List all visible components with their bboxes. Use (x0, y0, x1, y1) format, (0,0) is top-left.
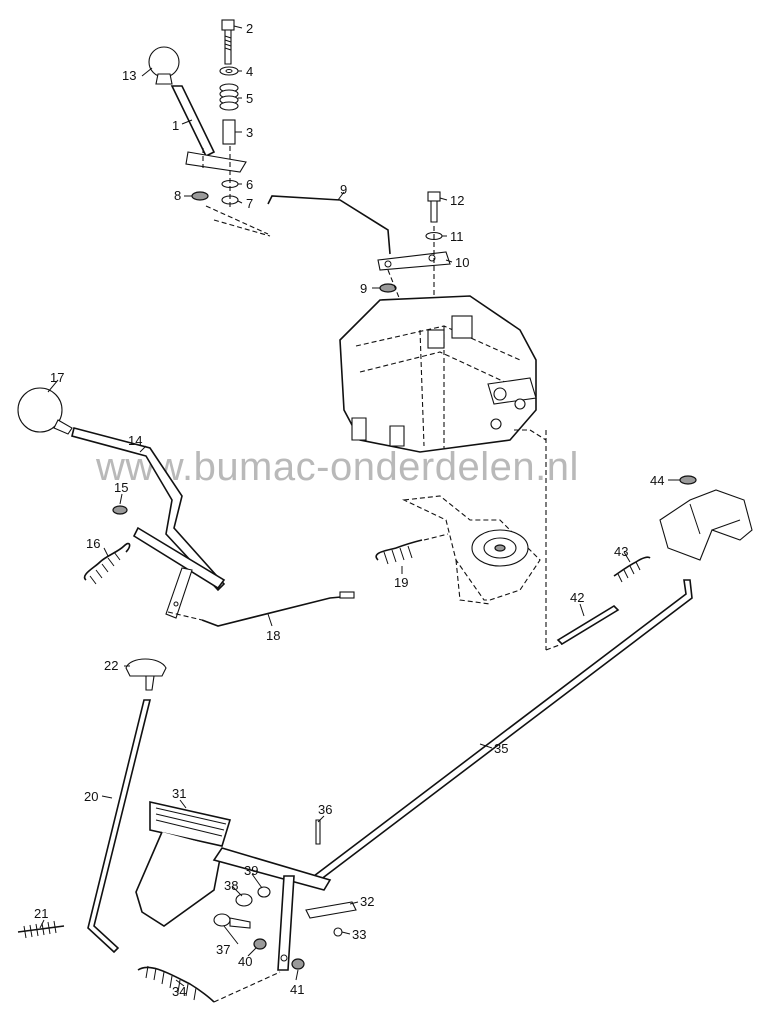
callout-7: 7 (246, 196, 253, 211)
leader-lines (39, 25, 680, 987)
callout-9-upper: 8 (174, 188, 181, 203)
callout-41: 41 (290, 982, 304, 997)
callout-40: 40 (238, 954, 252, 969)
callout-17: 17 (50, 370, 64, 385)
callout-1: 1 (172, 118, 179, 133)
callout-44: 44 (650, 473, 664, 488)
callout-3: 3 (246, 125, 253, 140)
callout-37: 37 (216, 942, 230, 957)
callout-22: 22 (104, 658, 118, 673)
callout-6: 6 (246, 177, 253, 192)
callout-5: 5 (246, 91, 253, 106)
pedal-rod (312, 579, 693, 881)
brake-rod-assembly (17, 658, 167, 954)
callout-2: 2 (246, 21, 253, 36)
callout-36: 36 (318, 802, 332, 817)
callout-9-lower: 9 (360, 281, 367, 296)
callout-38: 38 (224, 878, 238, 893)
callout-20: 20 (84, 789, 98, 804)
callout-15: 15 (114, 480, 128, 495)
callout-43: 43 (614, 544, 628, 559)
callout-21: 21 (34, 906, 48, 921)
gear-shift-assembly (148, 19, 391, 255)
idler-pulley-assembly (375, 495, 541, 605)
callout-4: 4 (246, 64, 253, 79)
callout-34: 34 (172, 984, 186, 999)
callout-16: 16 (86, 536, 100, 551)
callout-42: 42 (570, 590, 584, 605)
callout-11: 11 (450, 229, 464, 244)
watermark-text: www.bumac-onderdelen.nl (95, 445, 579, 489)
callout-39: 39 (244, 863, 258, 878)
callout-14: 14 (128, 433, 142, 448)
callout-32: 32 (360, 894, 374, 909)
lift-lever-assembly (17, 387, 355, 627)
callout-31: 31 (172, 786, 186, 801)
pedal-assembly (135, 801, 357, 1003)
callout-35: 35 (494, 741, 508, 756)
callout-19: 19 (394, 575, 408, 590)
callout-18: 18 (266, 628, 280, 643)
right-bracket-assembly (514, 429, 753, 651)
callout-33: 33 (352, 927, 366, 942)
callout-13: 13 (122, 68, 136, 83)
callout-12: 12 (450, 193, 464, 208)
callout-labels: 2 4 5 3 6 7 13 1 8 9 12 11 10 9 17 14 15… (34, 21, 664, 999)
callout-10: 10 (455, 255, 469, 270)
transaxle (339, 295, 537, 453)
callout-8: 9 (340, 182, 347, 197)
